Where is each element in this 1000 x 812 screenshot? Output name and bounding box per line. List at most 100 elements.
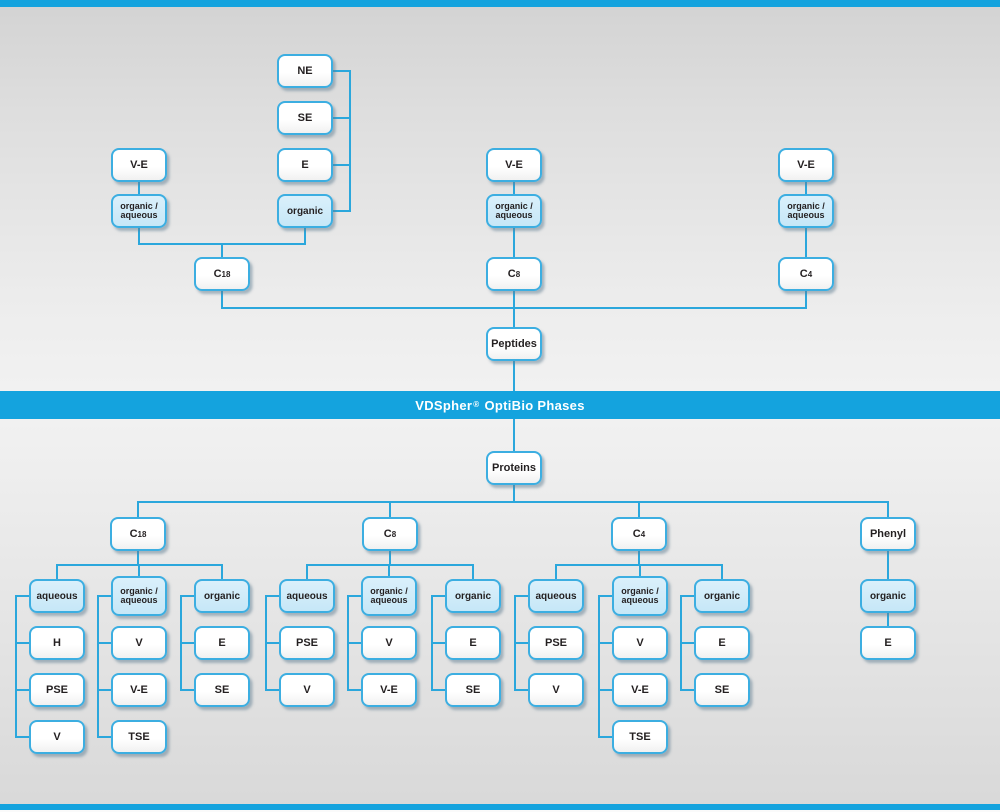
connector-line: [306, 564, 308, 579]
connector-line: [349, 70, 351, 212]
connector-line: [680, 595, 694, 597]
node-label: aqueous: [495, 210, 533, 220]
node-label: organic /: [370, 585, 408, 596]
top-c18-column-node: C18: [194, 257, 250, 291]
peptides-node: Peptides: [486, 327, 542, 361]
connector-line: [513, 291, 515, 308]
node-label: TSE: [128, 731, 150, 743]
node-label: V-E: [130, 684, 148, 696]
top-accent-bar: [0, 0, 1000, 7]
node-label: H: [53, 637, 61, 649]
node-label: PSE: [544, 637, 567, 649]
connector-line: [513, 419, 515, 451]
connector-line: [347, 595, 361, 597]
node-label: organic /: [495, 200, 533, 211]
top-c18-ne-node: NE: [277, 54, 333, 88]
connector-line: [598, 642, 612, 644]
node-label: V: [552, 684, 560, 696]
node-label: PSE: [295, 637, 318, 649]
node-label: organic /: [120, 200, 158, 211]
c18-organic-aqueous-child-node: V: [111, 626, 167, 660]
node-label: Proteins: [491, 462, 536, 474]
connector-line: [598, 736, 612, 738]
connector-line: [138, 564, 140, 576]
c4-organic-child-node: E: [694, 626, 750, 660]
connector-line: [513, 182, 515, 194]
c18-aqueous-child-node: H: [29, 626, 85, 660]
connector-line: [887, 551, 889, 579]
node-label: E: [301, 159, 309, 171]
bottom-strip: [0, 810, 1000, 812]
c4-organic-aqueous-child-node: V-E: [612, 673, 668, 707]
connector-line: [97, 595, 111, 597]
c8-organic-child-node: E: [445, 626, 501, 660]
connector-line: [639, 564, 641, 576]
connector-line: [333, 70, 350, 72]
top-c4-mode-node: organic /aqueous: [778, 194, 834, 228]
phenyl-organic-node: organic: [860, 579, 916, 613]
connector-line: [15, 736, 29, 738]
c18-aqueous-child-node: V: [29, 720, 85, 754]
node-label: Phenyl: [869, 528, 907, 540]
top-c8-ve-node: V-E: [486, 148, 542, 182]
node-label: E: [469, 637, 477, 649]
connector-line: [15, 689, 29, 691]
connector-line: [638, 501, 640, 517]
node-label: organic: [869, 590, 907, 602]
node-label: aqueous: [120, 595, 158, 605]
c8-organic-aqueous-child-node: V-E: [361, 673, 417, 707]
connector-line: [887, 613, 889, 627]
connector-line: [598, 595, 612, 597]
banner-title: VDSpher®OptiBio Phases: [0, 391, 1000, 419]
node-label: aqueous: [36, 590, 78, 602]
node-label: NE: [297, 65, 313, 77]
node-label: organic: [454, 590, 492, 602]
banner-brand: VDSpher: [415, 397, 473, 413]
connector-line: [513, 307, 515, 327]
connector-line: [333, 117, 350, 119]
top-c18-organic-node: organic: [277, 194, 333, 228]
c8-organic-aqueous-child-node: V: [361, 626, 417, 660]
connector-line: [265, 642, 279, 644]
c4-aqueous-node: aqueous: [528, 579, 584, 613]
connector-line: [805, 182, 807, 194]
c8-organic-node: organic: [445, 579, 501, 613]
connector-line: [97, 642, 111, 644]
node-label: C4: [632, 528, 646, 540]
connector-line: [265, 595, 279, 597]
connector-line: [304, 228, 306, 245]
connector-line: [721, 564, 723, 579]
node-label: V: [53, 731, 61, 743]
node-label: TSE: [629, 731, 651, 743]
c18-aqueous-node: aqueous: [29, 579, 85, 613]
node-label: Peptides: [491, 338, 537, 350]
connector-line: [56, 564, 58, 579]
connector-line: [221, 291, 223, 308]
top-c18-se-node: SE: [277, 101, 333, 135]
node-label: V-E: [130, 159, 148, 171]
bottom-phenyl-column-node: Phenyl: [860, 517, 916, 551]
banner-rest: OptiBio Phases: [484, 397, 585, 413]
node-label: aqueous: [120, 210, 158, 220]
node-label: SE: [297, 112, 313, 124]
node-label: SE: [465, 684, 481, 696]
connector-line: [347, 642, 361, 644]
top-c18-mode-node: organic /aqueous: [111, 194, 167, 228]
node-label: organic: [203, 590, 241, 602]
connector-line: [805, 228, 807, 257]
node-label: V-E: [797, 159, 815, 171]
bottom-accent-bar: [0, 804, 1000, 810]
node-label: organic /: [621, 585, 659, 596]
top-c8-column-node: C8: [486, 257, 542, 291]
proteins-node: Proteins: [486, 451, 542, 485]
node-label: aqueous: [370, 595, 408, 605]
node-label: SE: [714, 684, 730, 696]
top-c18-ve-node: V-E: [111, 148, 167, 182]
node-label: V: [135, 637, 143, 649]
connector-line: [680, 642, 694, 644]
node-label: E: [718, 637, 726, 649]
connector-line: [15, 642, 29, 644]
c18-organic-node: organic: [194, 579, 250, 613]
connector-line: [137, 551, 139, 565]
connector-line: [15, 595, 17, 738]
